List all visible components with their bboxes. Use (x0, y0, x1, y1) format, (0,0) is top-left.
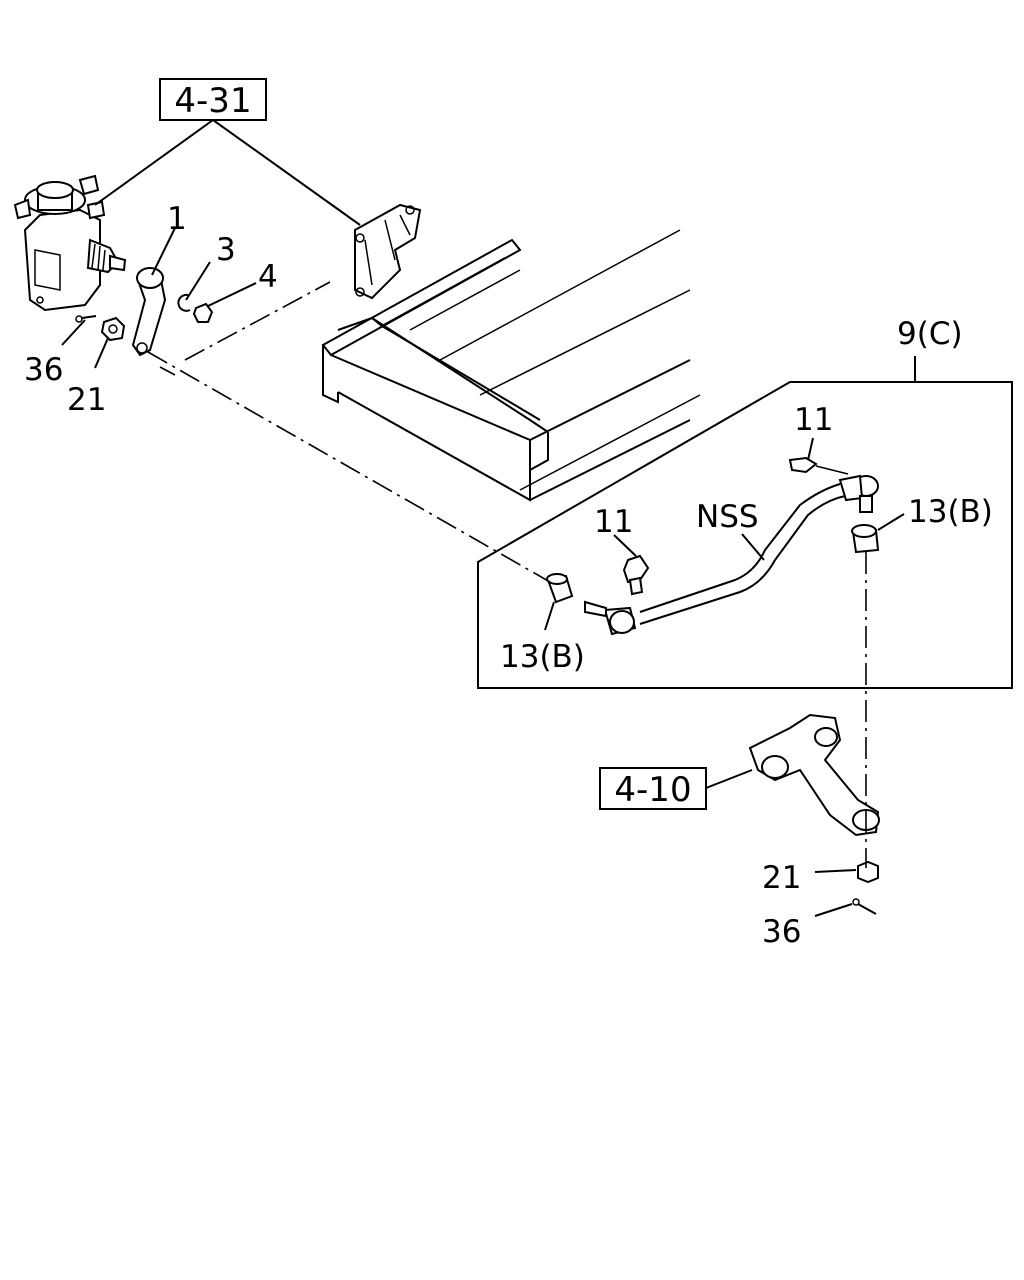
pitman-arm (131, 267, 167, 357)
dust-cover-left-part (546, 573, 574, 604)
callout-castle-nut-right: 21 (762, 860, 801, 896)
callout-dust-cover-right: 13(B) (908, 494, 993, 530)
callout-nut: 4 (258, 259, 278, 295)
callout-cotter-pin-right: 36 (762, 914, 801, 950)
cotter-pin-left (75, 315, 97, 323)
grease-nipple-right-part (788, 456, 849, 475)
assembly-box (477, 381, 1013, 689)
callout-castle-nut-left: 21 (67, 382, 106, 418)
nut (192, 302, 214, 323)
callout-cotter-pin-left: 36 (24, 352, 63, 388)
castle-nut-left (100, 316, 126, 342)
callout-washer: 3 (216, 232, 236, 268)
callout-pitman-arm: 1 (167, 201, 187, 237)
chassis-frame (321, 203, 701, 502)
cotter-pin-right (852, 898, 877, 915)
dust-cover-right-part (851, 524, 880, 554)
idler-arm (748, 713, 880, 837)
castle-nut-right (857, 860, 879, 884)
ref-label-steering-gear: 4-31 (174, 81, 251, 121)
center-lines (147, 281, 867, 868)
grease-nipple-left-part (622, 554, 650, 596)
callout-dust-cover-left: 13(B) (500, 639, 585, 675)
ref-box-steering-gear[interactable]: 4-31 (159, 78, 267, 121)
callout-grease-nipple-left: 11 (594, 504, 633, 540)
washer (177, 293, 191, 312)
callout-nss: NSS (696, 499, 759, 535)
callouts: 1 3 4 36 21 9(C) 11 11 NSS 13(B) 13(B) 2… (24, 201, 993, 950)
ref-box-idler-arm[interactable]: 4-10 (599, 767, 707, 810)
ref-label-idler-arm: 4-10 (614, 770, 691, 810)
drag-link (584, 474, 879, 636)
callout-assembly: 9(C) (897, 316, 963, 352)
leader-lines (61, 119, 916, 917)
callout-grease-nipple-right: 11 (794, 402, 833, 438)
